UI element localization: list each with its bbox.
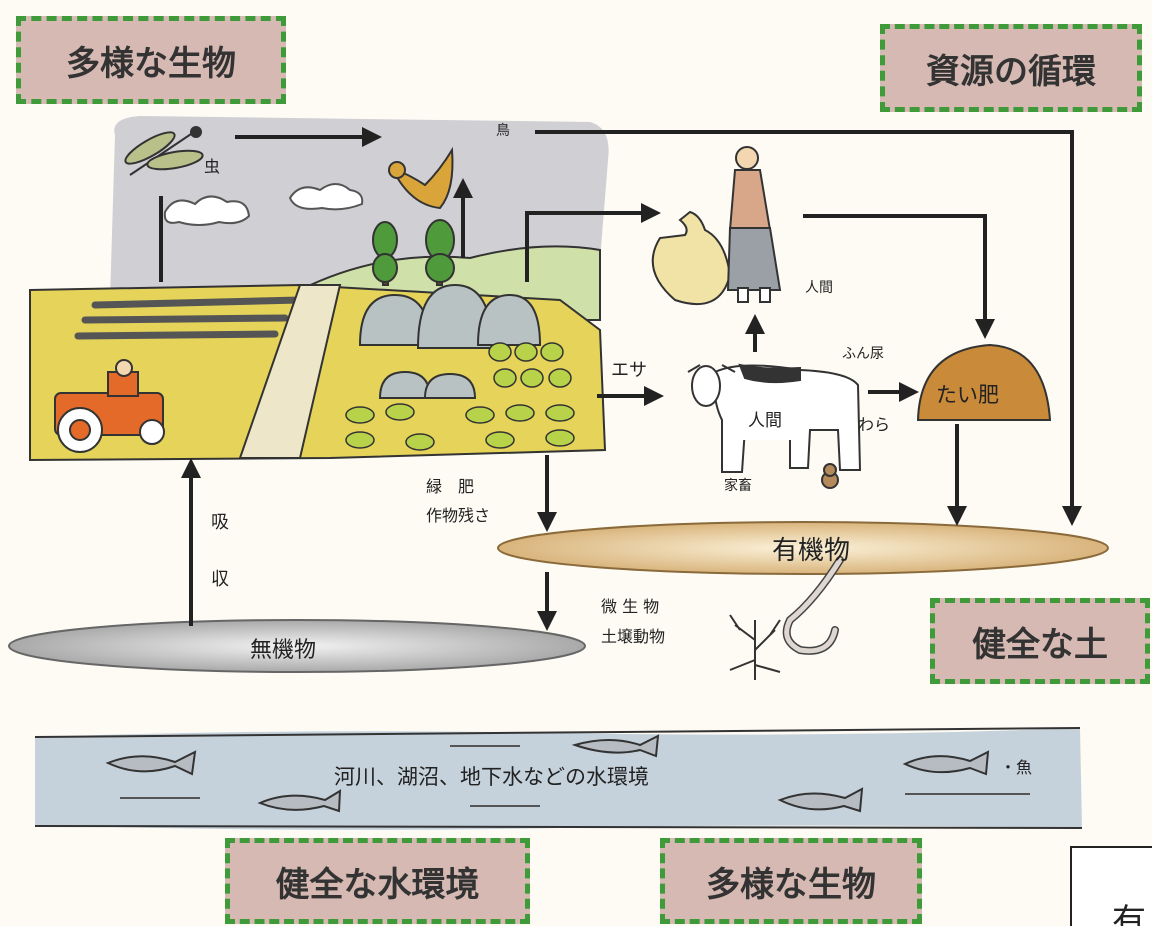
label-compost: たい肥 [936, 383, 999, 407]
roots-icon [729, 614, 781, 680]
fish-icon [105, 734, 990, 813]
tree-icon [372, 219, 455, 286]
label-microbes: 微 生 物 [601, 597, 659, 616]
cloud-icon [163, 183, 364, 226]
label-water-environment: 河川、湖沼、地下水などの水環境 [334, 765, 649, 789]
greenhouse-icon [358, 283, 542, 399]
label-feed: エサ [611, 360, 647, 381]
bird-icon [388, 146, 454, 210]
tractor-icon [54, 359, 165, 453]
flow-arrows [159, 127, 1082, 631]
badge-resource-cycle: 資源の循環 [880, 24, 1142, 112]
organic-ellipse [497, 521, 1109, 575]
label-human-top: 人間 [805, 280, 833, 296]
label-organic: 有機物 [772, 536, 850, 566]
label-patch [742, 396, 798, 440]
label-manure: ふん尿 [842, 346, 884, 362]
label-straw: わら [858, 415, 890, 434]
label-green-manure: 緑 肥 [426, 477, 474, 496]
badge-diverse-life-bottom: 多様な生物 [660, 838, 922, 924]
field-furrows [74, 296, 304, 340]
corner-box: 有 [1070, 846, 1152, 926]
label-crop-residue: 作物残さ [426, 506, 490, 525]
badge-diverse-life-top: 多様な生物 [16, 16, 286, 104]
label-inorganic: 無機物 [250, 638, 316, 663]
vegetable-rows [345, 342, 575, 451]
corner-glyph: 有 [1112, 902, 1146, 926]
compost-heap [916, 343, 1052, 421]
label-absorption-1: 吸 [211, 512, 229, 533]
label-insect: 虫 [204, 157, 220, 176]
inorganic-ellipse [8, 619, 586, 673]
label-fish: ・魚 [1000, 758, 1032, 777]
badge-healthy-soil: 健全な土 [930, 598, 1150, 684]
label-human-overlay: 人間 [748, 411, 782, 431]
label-soil-animals: 土壌動物 [601, 627, 665, 646]
road [238, 284, 342, 459]
farmer-woman-icon [651, 146, 782, 305]
dragonfly-icon [124, 126, 204, 176]
label-bird: 鳥 [496, 123, 510, 139]
label-absorption-2: 収 [211, 569, 229, 590]
label-livestock: 家畜 [724, 477, 752, 494]
badge-healthy-water: 健全な水環境 [225, 838, 530, 924]
